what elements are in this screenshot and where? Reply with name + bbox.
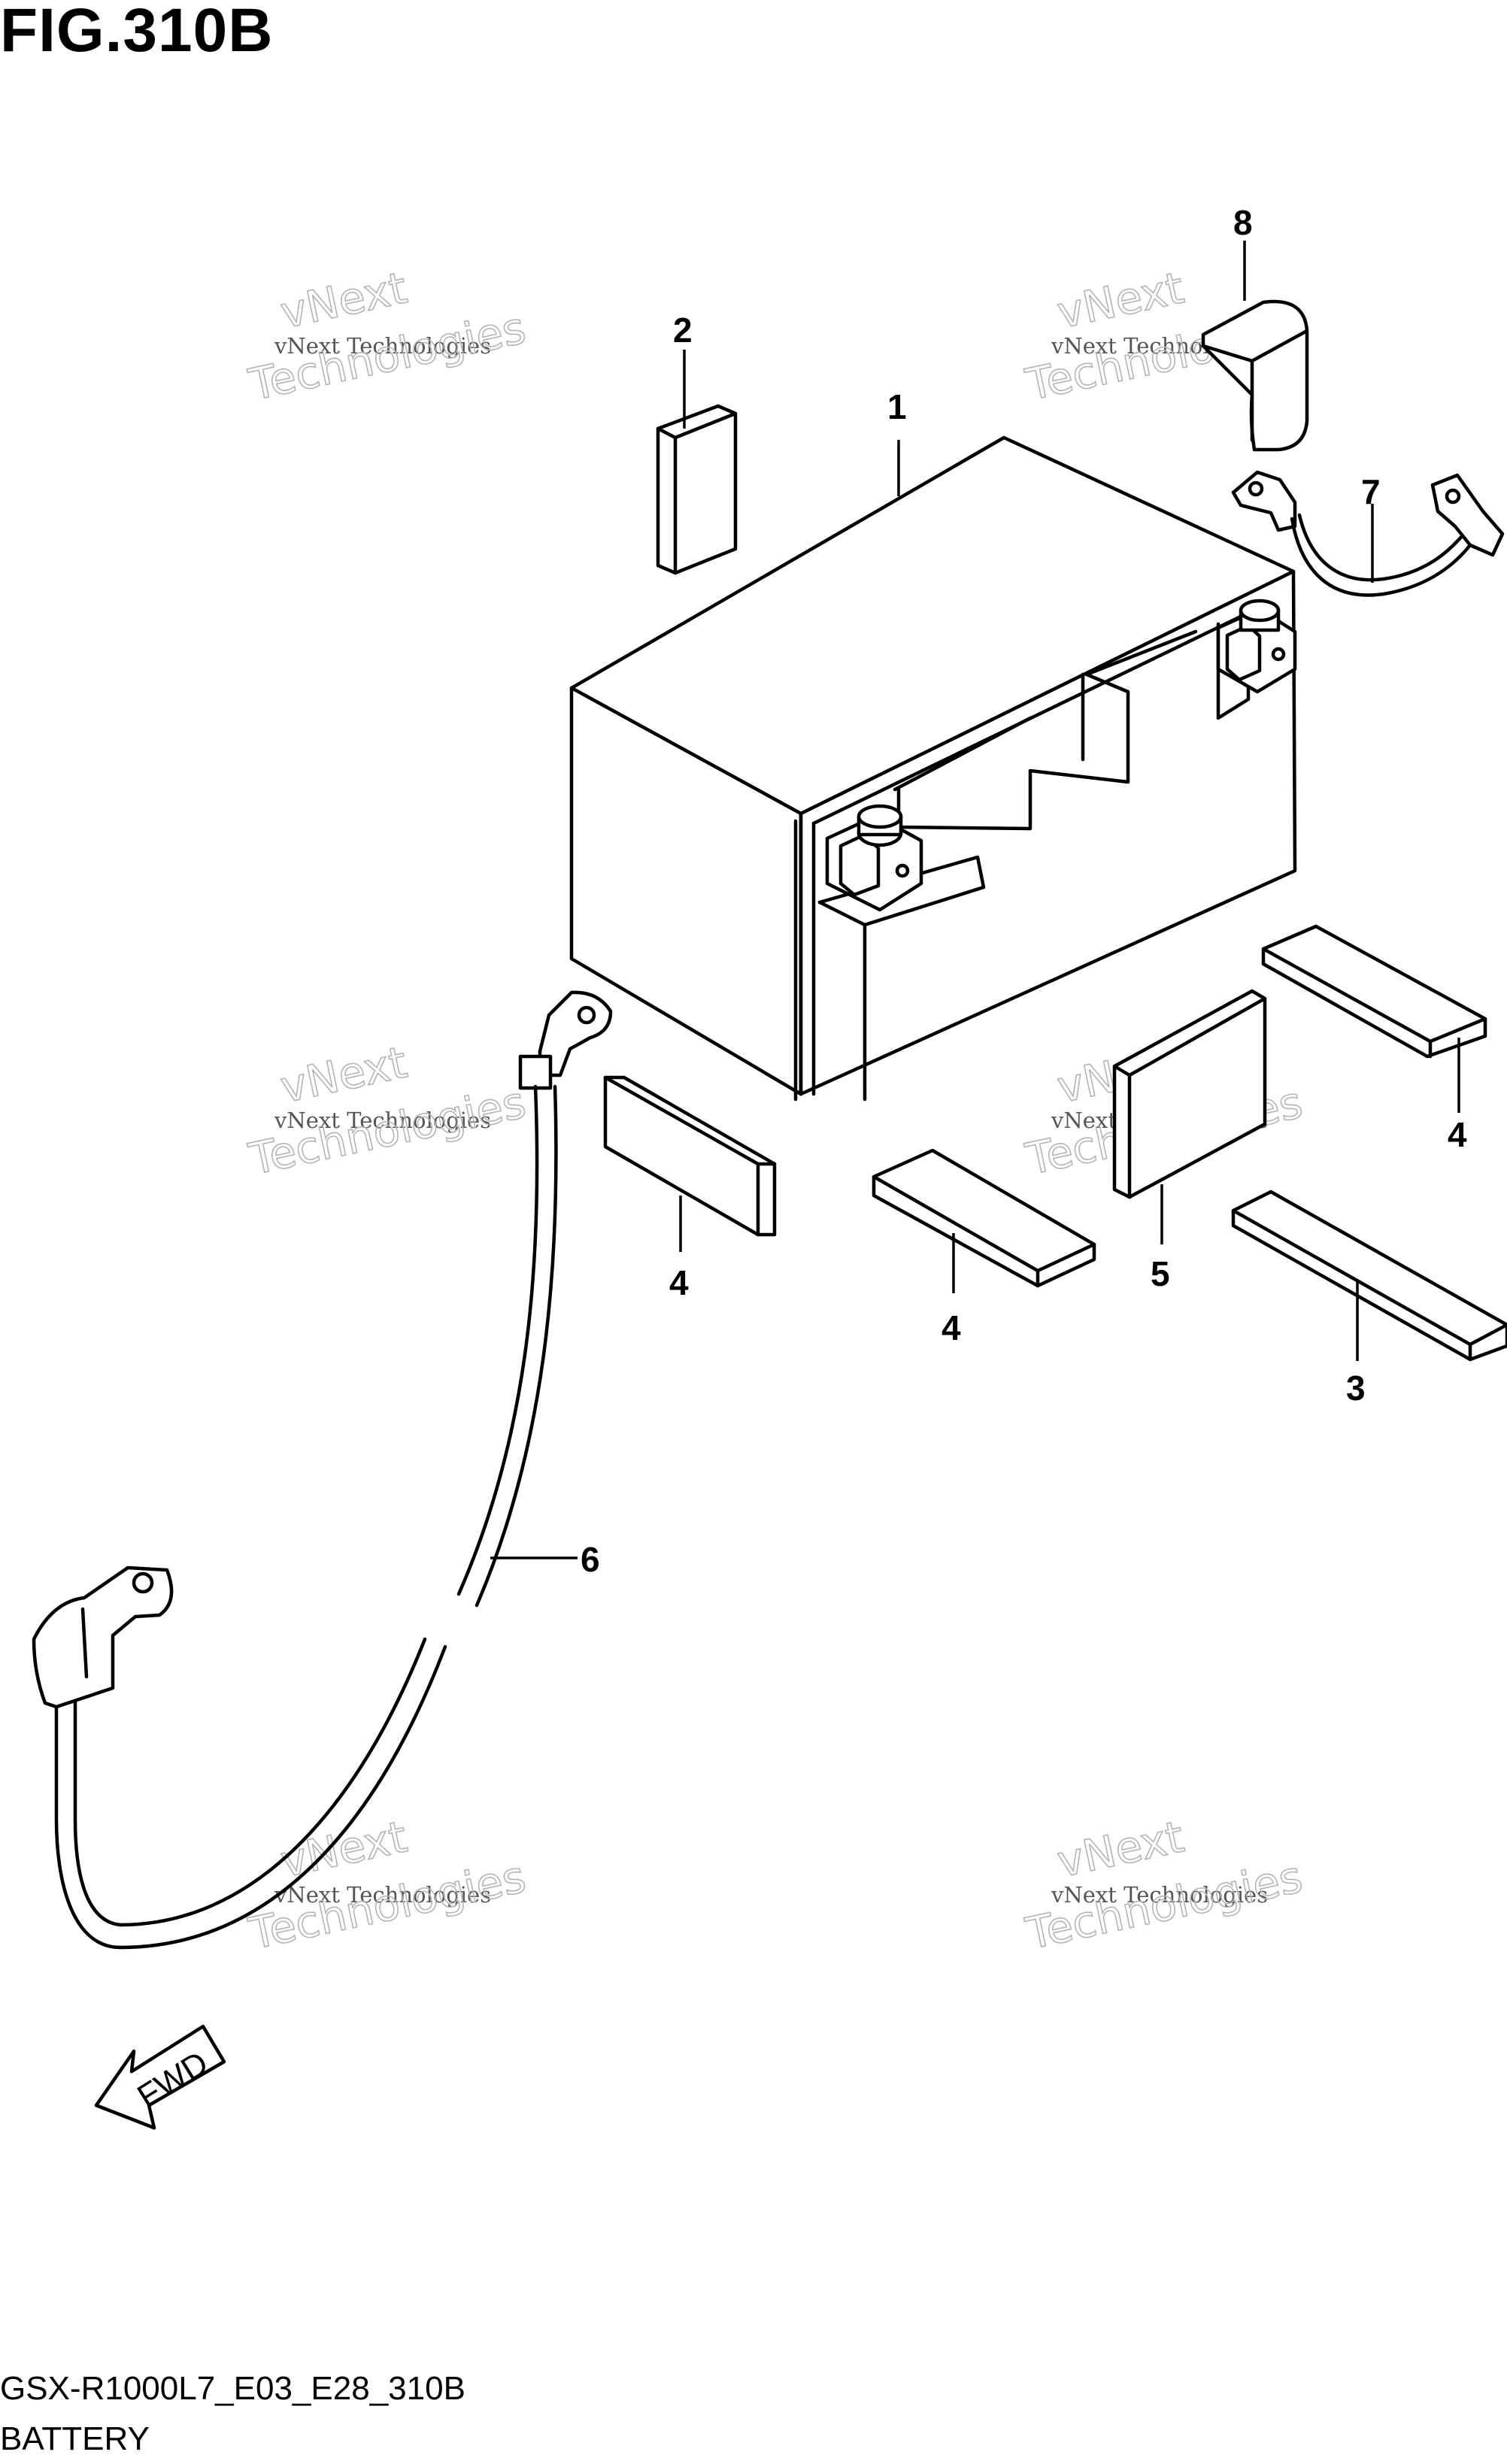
watermark-mid-left: vNext vNext Technologies Technologies: [244, 1036, 530, 1186]
watermark-text: vNext Technologies: [274, 1108, 491, 1133]
watermark-bottom-right: vNext vNext Technologies Technologies: [1020, 1811, 1307, 1960]
positive-cable-part-7: [1231, 470, 1505, 597]
model-code: GSX-R1000L7_E03_E28_310B: [0, 2370, 465, 2407]
pad-part-4-left: [603, 1075, 777, 1237]
callout-5: 5: [1151, 1254, 1170, 1293]
callout-6: 6: [581, 1540, 600, 1579]
watermark-text: vNext Technologies: [274, 1882, 491, 1908]
watermark-text: vNext Technologies: [1051, 1882, 1268, 1908]
pad-part-4-center: [872, 1148, 1096, 1288]
callout-4-right: 4: [1448, 1115, 1467, 1154]
pad-part-5: [1112, 989, 1267, 1199]
figure-title: FIG.310B: [0, 0, 274, 65]
watermark-bottom-left: vNext vNext Technologies Technologies: [244, 1811, 530, 1960]
leader-lines: [490, 241, 1460, 1559]
watermark-text: vNext: [276, 1036, 411, 1113]
watermark-text: vNext Technologies: [274, 333, 491, 359]
callout-4-left: 4: [669, 1263, 689, 1302]
battery-part: [569, 435, 1297, 1102]
pad-part-4-top-right: [1261, 924, 1487, 1059]
watermark-text: vNext: [1053, 1811, 1188, 1887]
callout-3: 3: [1346, 1368, 1366, 1408]
callout-1: 1: [887, 387, 907, 426]
watermark-text: vNext: [1053, 262, 1188, 338]
callout-4-center: 4: [941, 1308, 961, 1347]
section-name: BATTERY: [0, 2420, 150, 2457]
callout-8: 8: [1233, 203, 1253, 242]
terminal-negative: [825, 804, 923, 912]
pad-part-2: [656, 404, 738, 575]
watermark-top-left: vNext vNext Technologies Technologies: [244, 262, 530, 411]
terminal-cover-part-8: [1201, 299, 1309, 452]
callout-7: 7: [1361, 472, 1381, 511]
terminal-positive: [1216, 599, 1297, 694]
callout-2: 2: [673, 311, 693, 350]
pad-part-3: [1231, 1190, 1507, 1362]
callouts: 1 2 3 4 4 4 5 6 7 8: [581, 203, 1467, 1579]
watermark-text: vNext: [276, 262, 411, 338]
fwd-direction-arrow: FWD: [94, 2024, 226, 2130]
negative-cable-part-6: [32, 990, 613, 1950]
